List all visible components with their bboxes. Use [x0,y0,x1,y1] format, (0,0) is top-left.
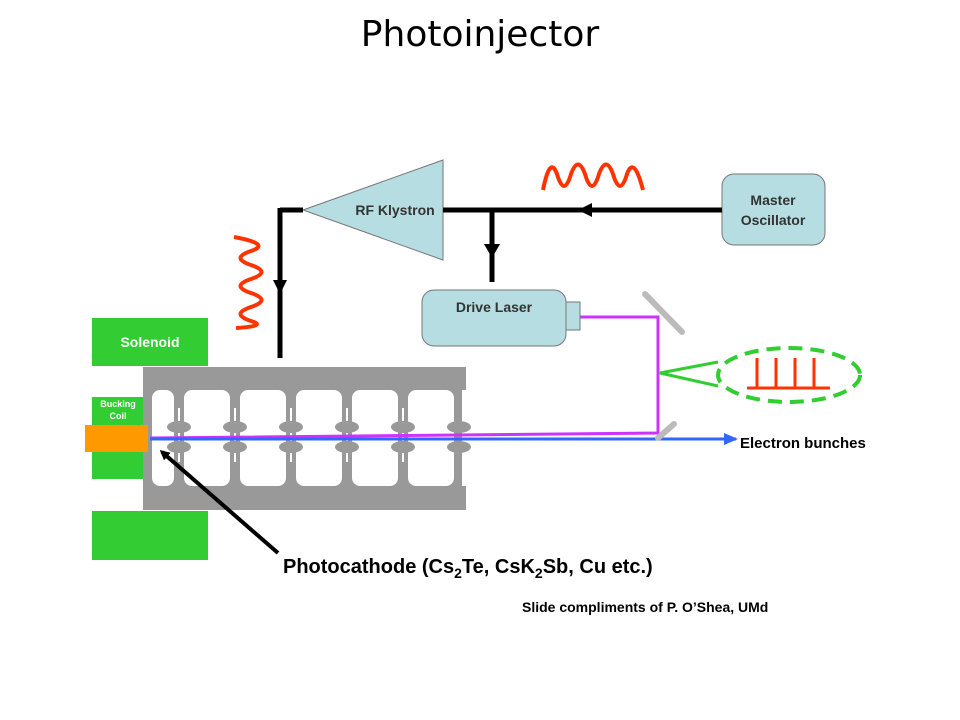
master-oscillator-label-line1: Master [750,192,796,208]
oscillator-arrow [578,203,592,217]
slide-title: Photoinjector [360,14,600,55]
mirror-bottom [655,421,677,441]
laser-beam-path [149,315,660,440]
solenoid-top [92,318,208,366]
subscript-k2: 2 [535,565,543,581]
bucking-coil-label-line2: Coil [110,411,127,421]
master-oscillator [721,173,826,246]
drive-laser [421,289,567,347]
credit-text: Slide compliments of P. O’Shea, UMd [522,599,768,615]
master-oscillator-label-line2: Oscillator [741,212,806,228]
laser-pulse-train [747,358,830,390]
bucking-coil-label-line1: Bucking [100,399,136,409]
photocathode-caption: Photocathode (Cs2Te, CsK2Sb, Cu etc.) [283,556,653,581]
rf-klystron-label: RF Klystron [355,202,434,218]
drive-laser-label: Drive Laser [456,299,533,315]
laser-feed-arrow [484,244,500,258]
solenoid-bottom [92,511,208,560]
rf-wave-vertical [233,235,264,330]
pulse-train-callout [716,346,862,404]
rf-wave-horizontal [541,162,645,191]
subscript-cs2: 2 [454,565,462,581]
photocathode-pointer [159,450,280,555]
mirror-top [642,291,685,335]
photocathode [85,425,148,452]
cavity-feed-arrow [273,280,287,294]
callout-pointer [659,360,719,388]
solenoid-label: Solenoid [120,334,179,350]
electron-bunches-label: Electron bunches [740,435,866,452]
